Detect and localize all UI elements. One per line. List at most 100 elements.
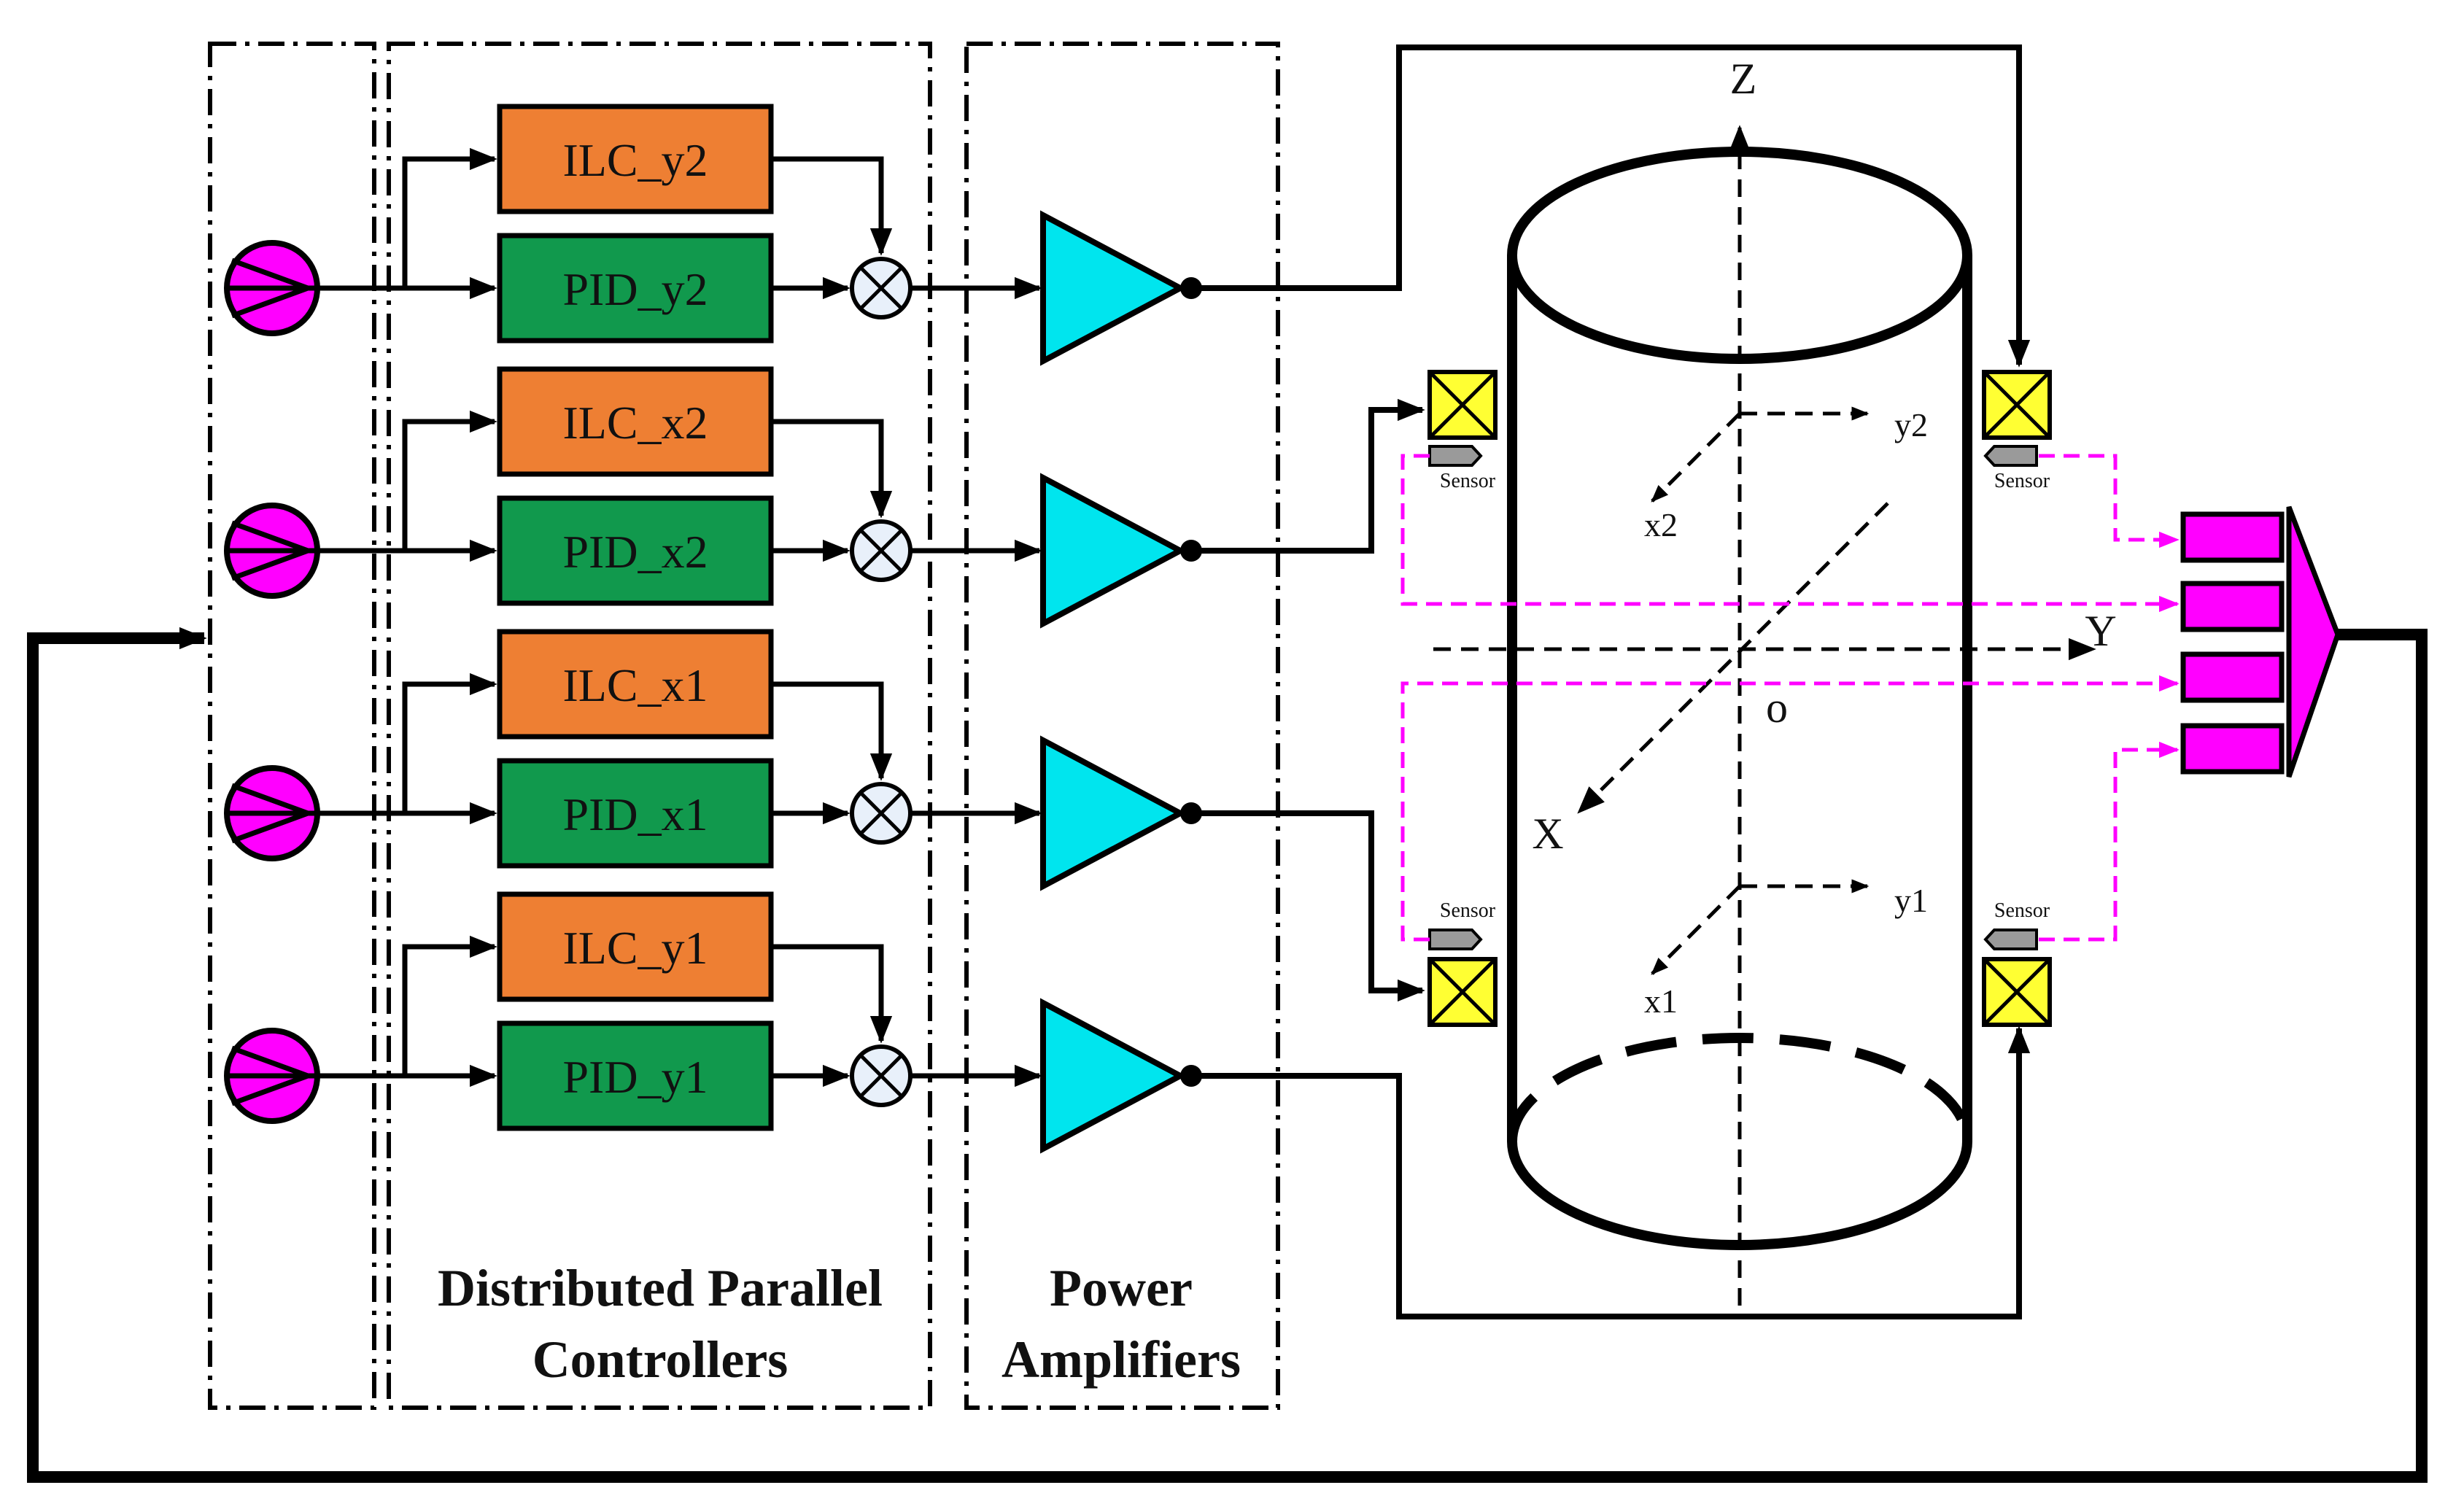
x1-axis-label: x1	[1644, 982, 1678, 1020]
amplifier-icon	[1040, 473, 1187, 629]
cylinder-bottom-back	[1507, 1033, 1972, 1142]
reference-input-icon	[224, 503, 320, 599]
pid-label: PID_y1	[562, 1051, 708, 1103]
z-axis-label: Z	[1730, 55, 1757, 103]
ref-to-ilc	[402, 935, 497, 1076]
x-axis	[1577, 502, 1889, 814]
pid-label: PID_y2	[562, 263, 708, 315]
combiner-wedge	[2286, 505, 2341, 778]
group-frames	[208, 42, 1280, 1410]
combiner-port-4	[2180, 723, 2285, 775]
sensor-probe-icon	[1983, 445, 2038, 467]
ilc-to-sum	[771, 156, 893, 256]
summing-junction-icon	[850, 519, 913, 582]
ref-to-ilc	[402, 410, 497, 551]
bearing-top-right: Sensor	[1982, 370, 2052, 492]
ilc-block	[497, 366, 774, 477]
ilc-label: ILC_x1	[562, 659, 708, 711]
sensor-label: Sensor	[1440, 470, 1496, 492]
amplifiers-frame	[964, 42, 1280, 1410]
reference-input-icon	[224, 240, 320, 336]
combiner-port-2	[2180, 581, 2285, 632]
sensor-probe-icon	[1983, 928, 2038, 950]
magnetic-bearing-icon	[1982, 957, 2052, 1027]
reference-frame	[208, 42, 376, 1410]
controllers-label-line1: Distributed Parallel	[438, 1259, 883, 1317]
sensor-probe-icon	[1428, 928, 1483, 950]
ilc-to-sum	[771, 944, 893, 1044]
wire-y1	[1196, 1026, 2031, 1319]
signal-combiner	[2180, 505, 2341, 778]
amplifiers-label-line2: Amplifiers	[1002, 1330, 1241, 1389]
amplifier-output-dot	[1180, 540, 1202, 562]
sensor-probe-icon	[1428, 445, 1483, 467]
amplifier-icon	[1040, 735, 1187, 891]
amplifier-icon	[1040, 998, 1187, 1154]
combiner-port-3	[2180, 651, 2285, 703]
x-axis-label: X	[1532, 810, 1563, 858]
bearing-bottom-right: Sensor	[1982, 899, 2052, 1027]
summing-junction-icon	[850, 1044, 913, 1107]
wire-y2	[1196, 44, 2031, 368]
ilc-to-sum	[771, 681, 893, 781]
y2-axis-label: y2	[1894, 406, 1928, 443]
summing-junction-icon	[850, 257, 913, 319]
wire-x2	[1196, 398, 1425, 554]
bearing-wiring	[1196, 44, 2031, 1319]
coordinate-axes	[1433, 125, 2096, 1306]
amplifier-output-dot	[1180, 1065, 1202, 1087]
bearing-bottom-left: Sensor	[1427, 899, 1498, 1027]
origin-label: o	[1766, 683, 1788, 732]
amplifier-icon	[1040, 210, 1187, 366]
reference-input-icon	[224, 1028, 320, 1124]
pid-block	[497, 495, 774, 606]
combiner-port-1	[2180, 511, 2285, 563]
bearing-top-left: Sensor	[1427, 370, 1498, 492]
amplifier-output-dot	[1180, 277, 1202, 299]
pid-block	[497, 233, 774, 344]
magnetic-bearing-icon	[1427, 957, 1498, 1027]
ilc-block	[497, 891, 774, 1002]
feedback-loop	[27, 627, 2428, 1483]
pid-label: PID_x2	[562, 526, 708, 578]
y-axis-label: Y	[2085, 607, 2116, 655]
channels-layer: ILC_y2PID_y2ILC_x2PID_x2ILC_x1PID_x1ILC_…	[224, 104, 1202, 1154]
sensor-label: Sensor	[1994, 899, 2050, 922]
signal-bottom-right	[2039, 741, 2180, 942]
sensor-signals	[1400, 454, 2180, 942]
x2-axis-label: x2	[1644, 506, 1678, 543]
sensor-label: Sensor	[1440, 899, 1496, 922]
ref-to-ilc	[402, 147, 497, 288]
amplifier-output-dot	[1180, 802, 1202, 824]
signal-top-right	[2039, 454, 2180, 548]
signal-top-left	[1400, 454, 2180, 613]
y1-axis-label: y1	[1894, 882, 1928, 919]
signal-bottom-left	[1400, 675, 2180, 942]
ilc-to-sum	[771, 419, 893, 519]
pid-block	[497, 758, 774, 869]
ilc-label: ILC_x2	[562, 397, 708, 449]
controllers-frame	[387, 42, 932, 1410]
summing-junction-icon	[850, 782, 913, 845]
amplifiers-label-line1: Power	[1050, 1259, 1193, 1317]
x1-axis	[1651, 885, 1741, 975]
pid-label: PID_x1	[562, 788, 708, 840]
ilc-block	[497, 629, 774, 740]
magnetic-bearing-icon	[1982, 370, 2052, 440]
reference-input-icon	[224, 765, 320, 861]
ilc-label: ILC_y1	[562, 922, 708, 974]
ilc-label: ILC_y2	[562, 134, 708, 186]
magnetic-bearing-icon	[1427, 370, 1498, 440]
ref-to-ilc	[402, 672, 497, 813]
sensor-label: Sensor	[1994, 470, 2050, 492]
controllers-label-line2: Controllers	[532, 1330, 789, 1389]
wire-x1	[1196, 810, 1425, 1002]
x2-axis	[1651, 412, 1741, 503]
